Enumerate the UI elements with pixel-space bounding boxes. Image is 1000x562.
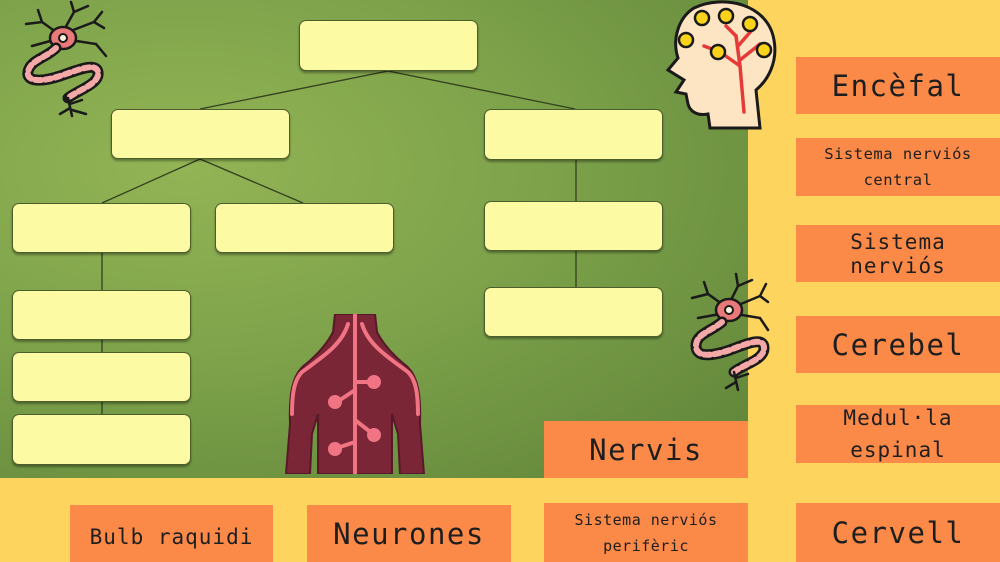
body-nervous-system-icon — [284, 314, 426, 474]
slot-level1-left[interactable] — [111, 109, 290, 159]
slot-level1-right[interactable] — [484, 109, 663, 160]
slot-level2-middle[interactable] — [215, 203, 394, 253]
neuron-icon — [22, 0, 108, 118]
slot-level3-left-3[interactable] — [12, 414, 191, 465]
slot-level3-left-1[interactable] — [12, 290, 191, 340]
neuron-icon — [690, 272, 770, 392]
card-sistema-nervios[interactable]: Sistema nerviós — [796, 225, 1000, 282]
slot-level3-right[interactable] — [484, 287, 663, 337]
card-medulla-espinal[interactable]: Medul·la espinal — [796, 405, 1000, 463]
card-cerebel[interactable]: Cerebel — [796, 316, 1000, 373]
card-sistema-nervios-periferic[interactable]: Sistema nerviós perifèric — [544, 503, 748, 562]
card-nervis[interactable]: Nervis — [544, 421, 748, 478]
brain-head-icon — [665, 0, 777, 130]
card-neurones[interactable]: Neurones — [307, 505, 511, 562]
card-sistema-nervios-central[interactable]: Sistema nerviós central — [796, 138, 1000, 196]
slot-root[interactable] — [299, 20, 478, 71]
slot-level2-left[interactable] — [12, 203, 191, 253]
slot-level2-right[interactable] — [484, 201, 663, 251]
card-cervell[interactable]: Cervell — [796, 503, 1000, 562]
card-bulb-raquidi[interactable]: Bulb raquidi — [70, 505, 273, 562]
card-encefal[interactable]: Encèfal — [796, 57, 1000, 114]
slot-level3-left-2[interactable] — [12, 352, 191, 402]
